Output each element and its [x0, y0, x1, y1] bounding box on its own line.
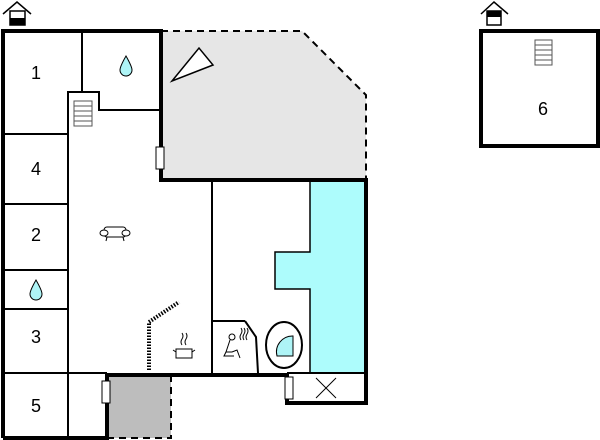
room-label-2: 2: [31, 225, 41, 245]
carport: [107, 375, 172, 439]
house-icon-ground-floor: [2, 1, 32, 26]
room-label-1: 1: [31, 63, 41, 83]
water-droplet-icon: [29, 278, 43, 301]
staircase-icon: [73, 100, 93, 127]
room-label-6: 6: [538, 99, 548, 119]
stove-pot-icon: [172, 332, 196, 359]
whirlpool-icon: [265, 321, 303, 369]
water-droplet-icon: [119, 54, 133, 77]
fireplace-icon: [147, 300, 181, 370]
sauna-icon: [223, 327, 249, 359]
sofa-icon: [99, 226, 131, 242]
door-marker: [101, 380, 111, 404]
room-label-4: 4: [31, 159, 41, 179]
room-label-5: 5: [31, 396, 41, 416]
door-marker: [284, 376, 294, 400]
door-marker: [155, 146, 165, 170]
terrace: [161, 30, 367, 180]
technical-room-x-icon: [315, 377, 337, 399]
interior-walls: [3, 31, 366, 438]
terrace-triangle-icon: [169, 46, 215, 83]
house-icon-upper-floor: [480, 0, 509, 26]
exterior-walls: [1, 29, 368, 440]
staircase-icon: [534, 39, 553, 66]
room-label-3: 3: [31, 327, 41, 347]
